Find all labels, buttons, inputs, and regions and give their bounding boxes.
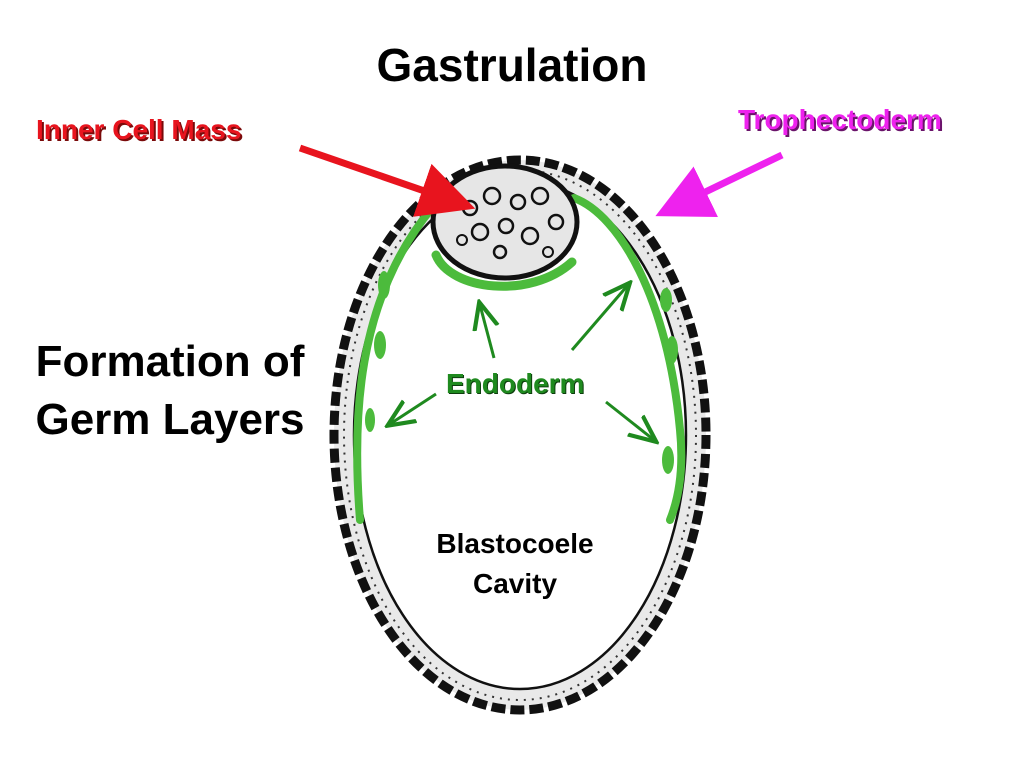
endoderm-label: Endoderm — [446, 368, 585, 399]
blastocoele-cavity-label: Blastocoele Cavity — [436, 528, 594, 599]
trophectoderm-label: Trophectoderm — [738, 104, 942, 135]
side-heading: Formation of Germ Layers — [35, 337, 305, 444]
inner-cell-mass-arrow — [298, 144, 476, 217]
endoderm-arrow-lower-right — [605, 400, 654, 440]
inner-cell-mass-label: Inner Cell Mass — [36, 114, 242, 145]
endoderm-arrow-left — [390, 392, 437, 424]
endoderm-arrow-upper-right — [570, 285, 628, 351]
trophectoderm-arrow — [655, 151, 784, 217]
endoderm-layer — [353, 194, 686, 524]
inner-cell-mass — [430, 163, 580, 281]
endoderm-arrow-up — [480, 305, 494, 359]
slide-title: Gastrulation — [376, 39, 648, 91]
